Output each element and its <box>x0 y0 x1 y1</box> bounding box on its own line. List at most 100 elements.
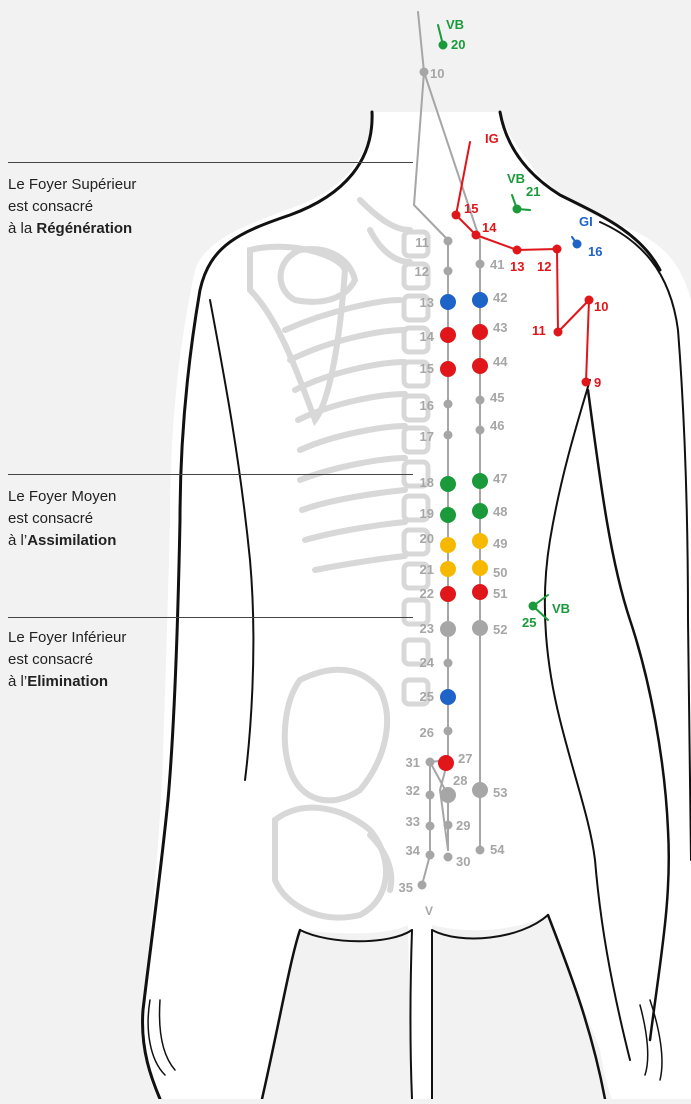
vb-shoulder-label: VB <box>507 171 525 186</box>
point-label-54: 54 <box>490 842 505 857</box>
foyer-title: Le Foyer Inférieur <box>8 627 126 649</box>
point-46 <box>476 426 485 435</box>
ig-label: IG <box>485 131 499 146</box>
point-label-14: 14 <box>420 329 435 344</box>
point-10 <box>420 68 429 77</box>
ig-label-13: 13 <box>510 259 524 274</box>
point-48 <box>472 503 488 519</box>
point-14 <box>440 327 456 343</box>
point-label-35: 35 <box>399 880 413 895</box>
point-30 <box>444 853 453 862</box>
point-50 <box>472 560 488 576</box>
point-35 <box>418 881 427 890</box>
point-23 <box>440 621 456 637</box>
ig-label-12: 12 <box>537 259 551 274</box>
point-label-43: 43 <box>493 320 507 335</box>
point-53 <box>472 782 488 798</box>
ig-point-9 <box>582 378 591 387</box>
ig-label-11: 11 <box>532 323 546 338</box>
ig-label-10: 10 <box>594 299 608 314</box>
point-label-11: 11 <box>415 235 429 250</box>
foyer-function: Elimination <box>27 673 108 690</box>
foyer-moyen-caption: Le Foyer Moyen est consacré à l’Assimila… <box>8 486 116 552</box>
gi-label: GI <box>579 214 593 229</box>
point-21 <box>440 561 456 577</box>
point-label-28: 28 <box>453 773 467 788</box>
point-label-33: 33 <box>406 814 420 829</box>
point-19 <box>440 507 456 523</box>
point-label-25: 25 <box>420 689 434 704</box>
point-label-21: 21 <box>420 562 434 577</box>
ig-label-14: 14 <box>482 220 497 235</box>
point-26 <box>444 727 453 736</box>
point-41 <box>476 260 485 269</box>
point-label-27: 27 <box>458 751 472 766</box>
vb-20-label: 20 <box>451 37 465 52</box>
point-49 <box>472 533 488 549</box>
point-label-22: 22 <box>420 586 434 601</box>
point-label-17: 17 <box>420 429 434 444</box>
foyer-superieur-caption: Le Foyer Supérieur est consacré à la Rég… <box>8 174 136 240</box>
point-label-49: 49 <box>493 536 507 551</box>
foyer-prefix: à l’ <box>8 673 27 690</box>
point-25 <box>440 689 456 705</box>
vb-side-label: VB <box>552 601 570 616</box>
point-27 <box>438 755 454 771</box>
point-label-46: 46 <box>490 418 504 433</box>
foyer-inferieur-divider <box>8 617 413 618</box>
ig-point-13 <box>513 246 522 255</box>
foyer-title: Le Foyer Moyen <box>8 486 116 508</box>
point-label-29: 29 <box>456 818 470 833</box>
point-label-48: 48 <box>493 504 507 519</box>
point-47 <box>472 473 488 489</box>
foyer-title: Le Foyer Supérieur <box>8 174 136 196</box>
gi-16-label: 16 <box>588 244 602 259</box>
ig-point-10 <box>585 296 594 305</box>
foyer-prefix: à la <box>8 220 36 237</box>
point-12 <box>444 267 453 276</box>
ig-point-11 <box>554 328 563 337</box>
point-18 <box>440 476 456 492</box>
point-label-30: 30 <box>456 854 470 869</box>
point-label-12: 12 <box>415 264 429 279</box>
vb-25-label: 25 <box>522 615 536 630</box>
vb-20-point <box>439 41 448 50</box>
point-28 <box>440 787 456 803</box>
vb-21-point <box>513 205 522 214</box>
point-16 <box>444 400 453 409</box>
point-label-31: 31 <box>406 755 420 770</box>
point-label-52: 52 <box>493 622 507 637</box>
point-24 <box>444 659 453 668</box>
point-label-45: 45 <box>490 390 504 405</box>
foyer-function: Régénération <box>36 220 132 237</box>
point-label-47: 47 <box>493 471 507 486</box>
foyer-subtitle: est consacré <box>8 508 116 530</box>
point-label-26: 26 <box>420 725 434 740</box>
point-32 <box>426 791 435 800</box>
point-label-20: 20 <box>420 531 434 546</box>
point-43 <box>472 324 488 340</box>
point-44 <box>472 358 488 374</box>
point-label-19: 19 <box>420 506 434 521</box>
point-34 <box>426 851 435 860</box>
foyer-moyen-divider <box>8 474 413 475</box>
vb-25-point <box>529 602 538 611</box>
point-17 <box>444 431 453 440</box>
point-label-15: 15 <box>420 361 434 376</box>
point-52 <box>472 620 488 636</box>
body-silhouette <box>142 112 691 1099</box>
point-29 <box>444 821 453 830</box>
ig-point-12 <box>553 245 562 254</box>
point-label-53: 53 <box>493 785 507 800</box>
point-31 <box>426 758 435 767</box>
point-label-16: 16 <box>420 398 434 413</box>
ig-point-15 <box>452 211 461 220</box>
point-label-13: 13 <box>420 295 434 310</box>
point-label-18: 18 <box>420 475 434 490</box>
point-label-50: 50 <box>493 565 507 580</box>
point-label-32: 32 <box>406 783 420 798</box>
point-label-42: 42 <box>493 290 507 305</box>
point-54 <box>476 846 485 855</box>
point-label-24: 24 <box>420 655 435 670</box>
